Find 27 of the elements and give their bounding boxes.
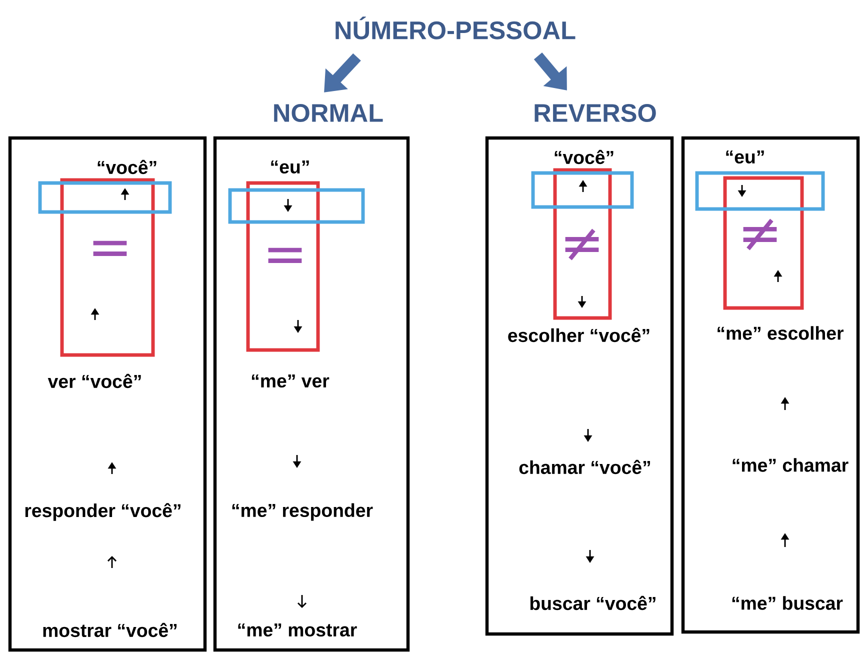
highlight-box <box>695 171 825 211</box>
heading: NORMAL <box>274 104 383 122</box>
phrase-label: escolher “você” <box>508 328 650 342</box>
phrase-label: “me” chamar <box>732 458 848 472</box>
sign-box: = <box>60 178 155 357</box>
phrase-label: “me” buscar <box>732 596 843 610</box>
highlight-box <box>531 171 634 209</box>
phrase-label: “eu” <box>271 160 309 174</box>
phrase-label: buscar “você” <box>530 596 656 610</box>
phrase-label: “eu” <box>726 150 764 164</box>
sign-box: ≠ <box>553 168 612 320</box>
phrase-label: chamar “você” <box>519 460 650 474</box>
phrase-label: responder “você” <box>25 503 180 521</box>
phrase-label: “você” <box>554 150 614 164</box>
phrase-label: “me” responder <box>232 503 373 521</box>
highlight-box <box>38 181 172 214</box>
highlight-box <box>228 188 365 224</box>
phrase-label: “me” ver <box>252 374 330 388</box>
phrase-label: “me” escolher <box>718 326 844 340</box>
phrase-label: “me” mostrar <box>238 624 357 637</box>
heading: REVERSO <box>534 104 656 122</box>
heading: NÚMERO-PESSOAL <box>336 16 576 40</box>
sign-box: ≠ <box>723 176 804 310</box>
phrase-label: ver “você” <box>48 374 141 388</box>
phrase-label: mostrar “você” <box>43 622 177 638</box>
phrase-label: “você” <box>98 160 156 174</box>
sign-box: = <box>246 181 320 352</box>
